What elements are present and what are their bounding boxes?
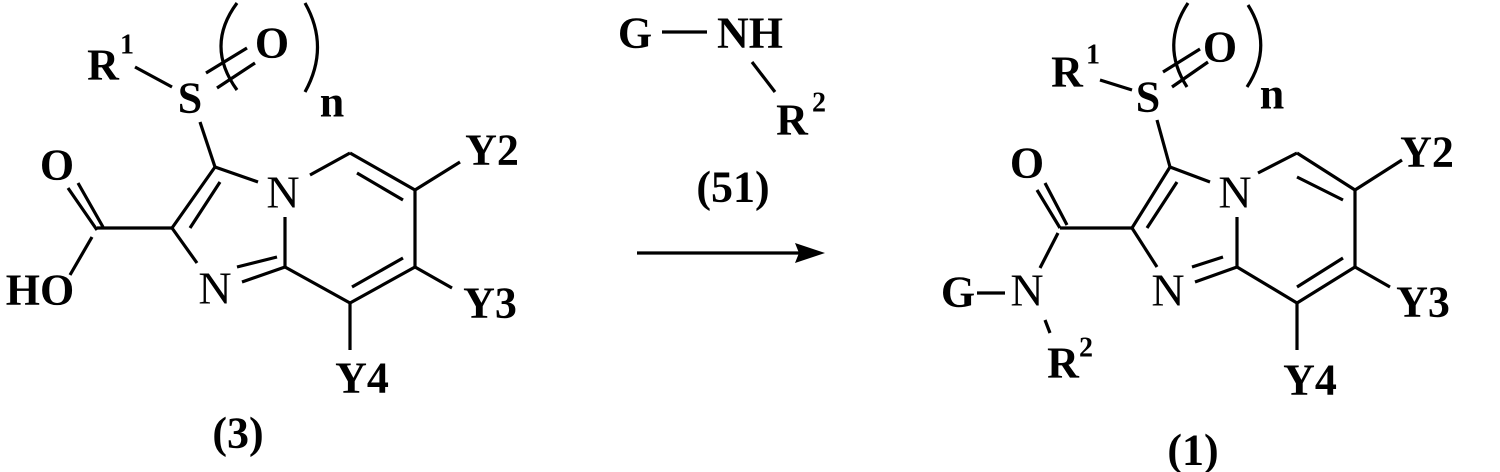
carbonyl-oxygen-label: O	[1010, 139, 1044, 188]
y3-label: Y3	[1396, 278, 1450, 327]
reagent-structure: G NH R 2 (51)	[618, 9, 826, 212]
r1-label: R	[1051, 48, 1084, 97]
r1-superscript: 1	[120, 30, 134, 61]
reactant-structure: R 1 S O n N N O HO Y2 Y3 Y4 (3)	[6, 3, 519, 458]
reaction-arrow	[637, 243, 825, 263]
compound-3-label: (3)	[212, 409, 263, 458]
g-label: G	[941, 268, 975, 317]
r1-label: R	[87, 41, 120, 90]
nh-label: NH	[717, 9, 783, 58]
carbonyl-oxygen-label: O	[40, 141, 74, 190]
sulfur-label: S	[178, 74, 202, 123]
nh-r2-bond	[752, 62, 775, 92]
bridgehead-nitrogen-label: N	[1218, 167, 1251, 218]
ring-nitrogen-label: N	[1151, 265, 1184, 316]
n-subscript: n	[320, 78, 344, 127]
y4-label: Y4	[1283, 356, 1337, 405]
r2-label: R	[776, 96, 809, 145]
amide-nitrogen-label: N	[1010, 265, 1043, 316]
compound-51-label: (51)	[696, 163, 769, 212]
ring-nitrogen-label: N	[198, 263, 231, 314]
hydroxyl-label: HO	[6, 266, 74, 315]
product-structure: R 1 S O n N N O G N R 2 Y2 Y3 Y4 (1)	[941, 3, 1454, 472]
compound-1-label: (1)	[1167, 426, 1218, 472]
bridgehead-nitrogen-label: N	[266, 167, 299, 218]
r2-label: R	[1047, 339, 1080, 388]
y2-label: Y2	[1400, 128, 1454, 177]
g-label: G	[618, 9, 652, 58]
y4-label: Y4	[335, 354, 389, 403]
r2-superscript: 2	[1079, 333, 1093, 364]
sulfur-label: S	[1136, 73, 1160, 122]
sulfonyl-oxygen-label: O	[255, 19, 289, 68]
r2-superscript: 2	[812, 88, 826, 119]
sulfonyl-oxygen-label: O	[1203, 23, 1237, 72]
n-subscript: n	[1260, 70, 1284, 119]
r1-superscript: 1	[1086, 40, 1100, 71]
y3-label: Y3	[463, 279, 517, 328]
y2-label: Y2	[465, 126, 519, 175]
